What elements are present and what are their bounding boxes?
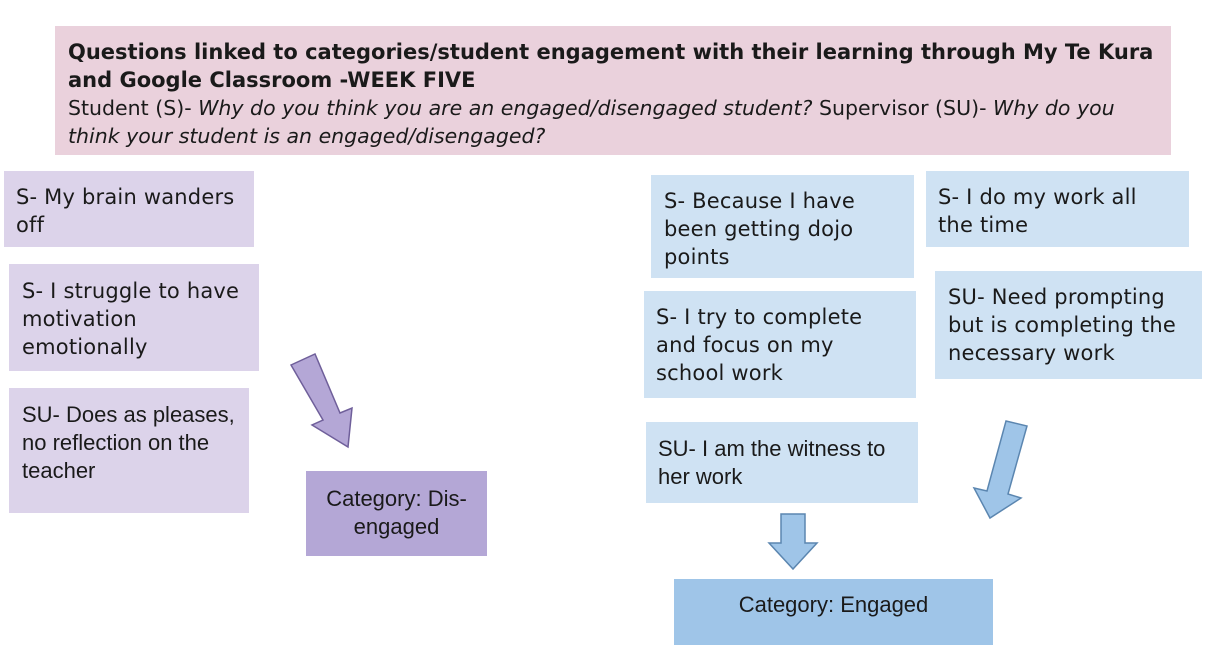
supervisor-question: Why do you think your student is an enga…	[68, 96, 1115, 148]
category-engaged: Category: Engaged	[674, 579, 993, 645]
header-box: Questions linked to categories/student e…	[55, 26, 1171, 155]
arrow-diagonal-to-engaged-icon	[972, 420, 1028, 520]
disengaged-response-2: S- I struggle to have motivation emotion…	[9, 264, 259, 371]
header-questions: Student (S)- Why do you think you are an…	[68, 94, 1157, 150]
disengaged-response-1: S- My brain wanders off	[4, 171, 254, 247]
student-prefix: Student (S)-	[68, 96, 199, 120]
arrow-down-to-engaged-icon	[767, 513, 819, 571]
arrow-to-disengaged-icon	[289, 352, 353, 449]
engaged-response-5: SU- I am the witness to her work	[646, 422, 918, 503]
engaged-response-1: S- Because I have been getting dojo poin…	[651, 175, 914, 278]
category-disengaged: Category: Dis-engaged	[306, 471, 487, 556]
header-title: Questions linked to categories/student e…	[68, 40, 1154, 92]
supervisor-prefix: Supervisor (SU)-	[812, 96, 993, 120]
engaged-response-3: S- I try to complete and focus on my sch…	[644, 291, 916, 398]
engaged-response-4: SU- Need prompting but is completing the…	[935, 271, 1202, 379]
disengaged-response-3: SU- Does as pleases, no reflection on th…	[9, 388, 249, 513]
engaged-response-2: S- I do my work all the time	[926, 171, 1189, 247]
student-question: Why do you think you are an engaged/dise…	[198, 96, 813, 120]
